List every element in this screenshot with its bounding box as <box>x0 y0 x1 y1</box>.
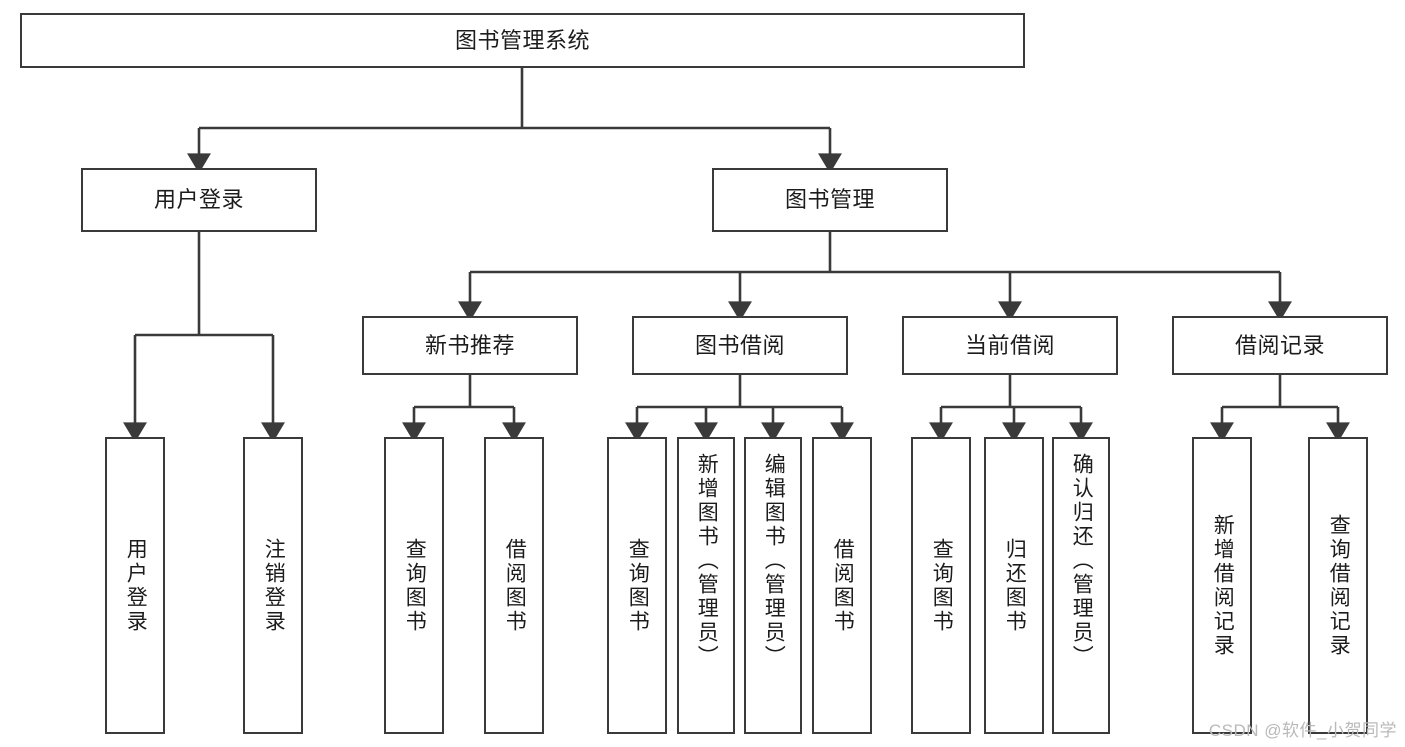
node-leaf-confirm-return[interactable]: 确认归还（管理员） <box>1052 437 1110 734</box>
node-new-book-recommend-label: 新书推荐 <box>424 332 515 358</box>
node-book-borrow-label: 图书借阅 <box>694 332 785 358</box>
node-borrow-record[interactable]: 借阅记录 <box>1172 316 1388 375</box>
node-borrow-record-label: 借阅记录 <box>1234 332 1325 358</box>
node-user-login[interactable]: 用户登录 <box>81 168 317 232</box>
node-leaf-add-borrow-record-label: 新增借阅记录 <box>1211 513 1235 658</box>
watermark-text: CSDN @软件_小贺同学 <box>1208 721 1397 740</box>
node-current-borrow-label: 当前借阅 <box>964 332 1055 358</box>
node-root-label: 图书管理系统 <box>454 27 590 53</box>
node-leaf-query-book-recommend-label: 查询图书 <box>403 537 427 634</box>
node-leaf-query-book-borrow[interactable]: 查询图书 <box>607 437 667 734</box>
node-leaf-borrow-book-recommend[interactable]: 借阅图书 <box>484 437 544 734</box>
node-leaf-add-book-label: 新增图书（管理员） <box>695 453 719 669</box>
node-leaf-query-borrow-record-label: 查询借阅记录 <box>1327 513 1351 658</box>
node-book-management-label: 图书管理 <box>784 187 875 213</box>
node-leaf-logout-login[interactable]: 注销登录 <box>243 437 303 734</box>
node-book-management[interactable]: 图书管理 <box>712 168 948 232</box>
node-leaf-add-borrow-record[interactable]: 新增借阅记录 <box>1192 437 1252 734</box>
node-leaf-edit-book[interactable]: 编辑图书（管理员） <box>744 437 802 734</box>
node-leaf-confirm-return-label: 确认归还（管理员） <box>1070 453 1094 669</box>
node-leaf-borrow-book-label: 借阅图书 <box>831 537 855 634</box>
node-leaf-user-login-label: 用户登录 <box>124 537 148 634</box>
node-leaf-query-borrow-record[interactable]: 查询借阅记录 <box>1308 437 1368 734</box>
node-leaf-logout-login-label: 注销登录 <box>262 537 286 634</box>
node-user-login-label: 用户登录 <box>153 187 244 213</box>
node-leaf-query-book-borrow-label: 查询图书 <box>626 537 650 634</box>
node-root-system[interactable]: 图书管理系统 <box>20 13 1025 68</box>
node-leaf-query-book-current-label: 查询图书 <box>930 537 954 634</box>
node-leaf-add-book[interactable]: 新增图书（管理员） <box>677 437 735 734</box>
node-new-book-recommend[interactable]: 新书推荐 <box>362 316 578 375</box>
node-book-borrow[interactable]: 图书借阅 <box>632 316 848 375</box>
node-leaf-query-book-recommend[interactable]: 查询图书 <box>384 437 444 734</box>
node-leaf-edit-book-label: 编辑图书（管理员） <box>762 453 786 669</box>
node-leaf-borrow-book-recommend-label: 借阅图书 <box>503 537 527 634</box>
node-leaf-return-book[interactable]: 归还图书 <box>984 437 1044 734</box>
node-leaf-borrow-book[interactable]: 借阅图书 <box>812 437 872 734</box>
node-leaf-return-book-label: 归还图书 <box>1003 537 1027 634</box>
node-current-borrow[interactable]: 当前借阅 <box>902 316 1118 375</box>
node-leaf-query-book-current[interactable]: 查询图书 <box>911 437 971 734</box>
node-leaf-user-login[interactable]: 用户登录 <box>105 437 165 734</box>
